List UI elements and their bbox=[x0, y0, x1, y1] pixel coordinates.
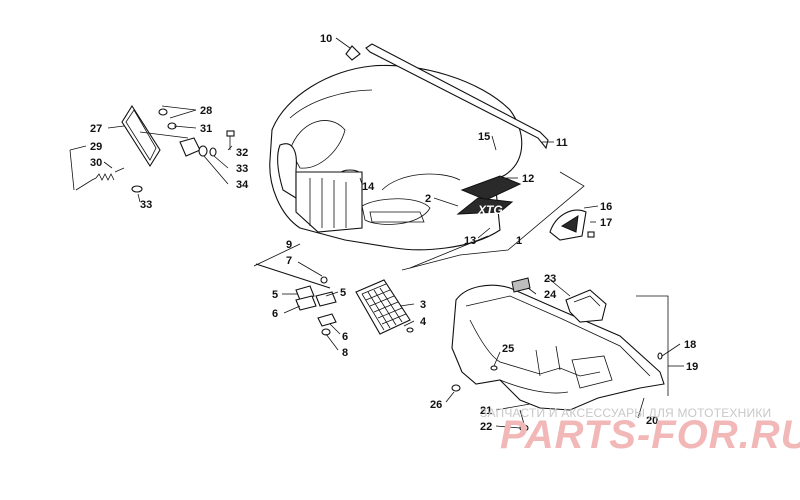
leader-lines bbox=[69, 37, 684, 429]
callout-22: 22 bbox=[480, 421, 492, 433]
callout-32: 32 bbox=[236, 147, 248, 159]
callout-labels: 1 2 3 4 5 5 6 6 7 8 9 10 11 12 13 14 15 … bbox=[90, 33, 698, 433]
callout-24: 24 bbox=[544, 289, 557, 301]
watermark-logo: PARTS-FOR.RU bbox=[500, 413, 800, 457]
callout-8: 8 bbox=[342, 347, 348, 359]
callout-9: 9 bbox=[286, 239, 292, 251]
headlight-assembly bbox=[75, 104, 235, 193]
storage-tub bbox=[451, 277, 665, 432]
callout-11: 11 bbox=[556, 137, 568, 149]
callout-6a: 6 bbox=[272, 308, 278, 320]
callout-34: 34 bbox=[236, 179, 249, 191]
callout-6b: 6 bbox=[342, 331, 348, 343]
side-trim bbox=[549, 209, 595, 241]
hood-latch bbox=[345, 45, 361, 61]
callout-19: 19 bbox=[686, 361, 698, 373]
callout-21: 21 bbox=[480, 405, 492, 417]
callout-12: 12 bbox=[522, 173, 534, 185]
callout-3: 3 bbox=[420, 299, 426, 311]
callout-29: 29 bbox=[90, 141, 102, 153]
callout-27: 27 bbox=[90, 123, 102, 135]
callout-30: 30 bbox=[90, 157, 102, 169]
callout-31: 31 bbox=[200, 123, 212, 135]
callout-7: 7 bbox=[286, 255, 292, 267]
callout-25: 25 bbox=[502, 343, 514, 355]
callout-17: 17 bbox=[600, 217, 612, 229]
callout-18: 18 bbox=[684, 339, 696, 351]
callout-5a: 5 bbox=[272, 289, 278, 301]
callout-15: 15 bbox=[478, 131, 490, 143]
callout-20: 20 bbox=[646, 415, 658, 427]
callout-5b: 5 bbox=[340, 287, 346, 299]
callout-33a: 33 bbox=[236, 163, 248, 175]
callout-10: 10 bbox=[320, 33, 332, 45]
callout-13: 13 bbox=[464, 235, 476, 247]
grille-screen bbox=[355, 279, 414, 335]
callout-2: 2 bbox=[425, 193, 431, 205]
callout-16: 16 bbox=[600, 201, 612, 213]
trim-strip bbox=[365, 43, 549, 150]
callout-4: 4 bbox=[420, 316, 427, 328]
callout-26: 26 bbox=[430, 399, 442, 411]
bracket-assembly bbox=[255, 263, 337, 336]
hood-decal: XTG bbox=[477, 203, 503, 217]
hood-assembly: XTG bbox=[269, 64, 523, 251]
watermark-tagline: ЗАПЧАСТИ И АКСЕССУАРЫ ДЛЯ МОТОТЕХНИКИ bbox=[480, 406, 772, 420]
callout-28: 28 bbox=[200, 105, 212, 117]
callout-33b: 33 bbox=[140, 199, 152, 211]
callout-1: 1 bbox=[516, 235, 522, 247]
callout-14: 14 bbox=[362, 181, 375, 193]
callout-23: 23 bbox=[544, 273, 556, 285]
